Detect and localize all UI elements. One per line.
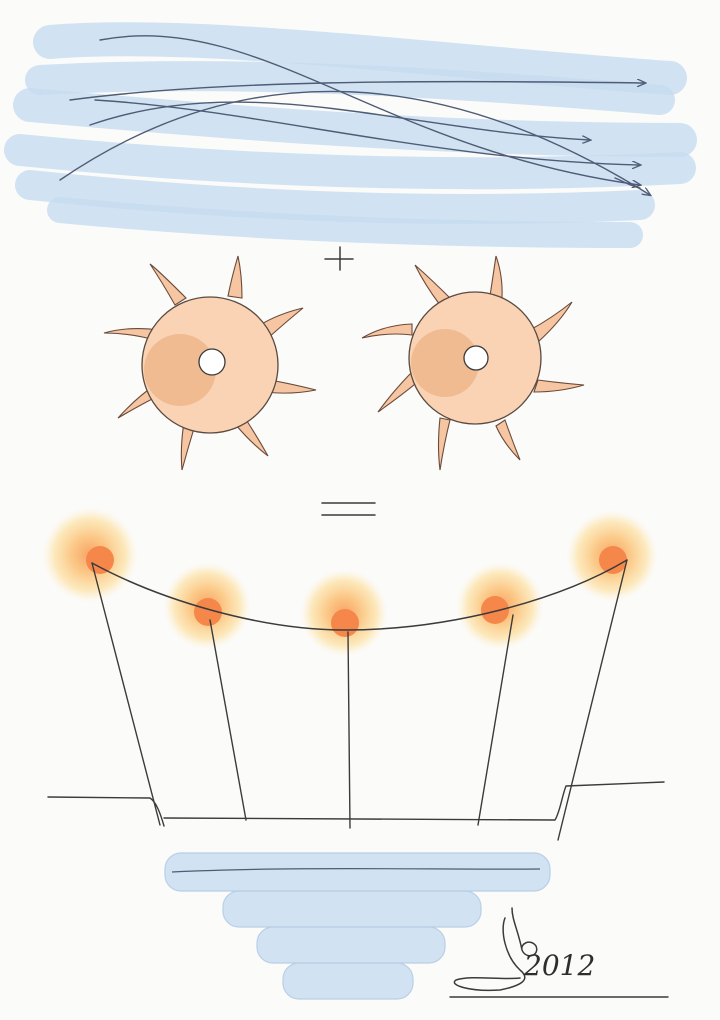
plus-sign <box>324 246 354 271</box>
larva-creature-left <box>103 255 317 471</box>
silk-threads <box>91 559 628 841</box>
water-current <box>4 22 697 248</box>
larva-creature-right <box>361 255 585 471</box>
equals-sign <box>321 502 376 516</box>
water-band <box>4 22 697 248</box>
current-arrows <box>59 35 650 195</box>
glow-lights <box>42 507 658 657</box>
stepped-water <box>164 852 551 1000</box>
cave-ceiling <box>47 781 665 827</box>
artist-signature: 2012 <box>449 907 669 998</box>
signature-year: 2012 <box>523 949 595 982</box>
